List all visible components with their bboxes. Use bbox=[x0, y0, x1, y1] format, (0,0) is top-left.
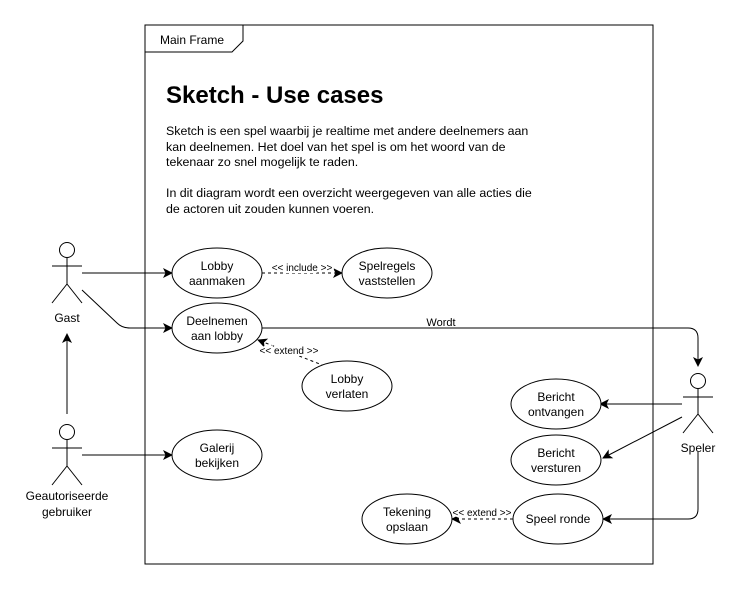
svg-text:bekijken: bekijken bbox=[195, 456, 239, 470]
use-case-bericht-versturen: Bericht versturen bbox=[510, 434, 602, 486]
svg-text:vaststellen: vaststellen bbox=[359, 274, 416, 288]
svg-text:Deelnemen: Deelnemen bbox=[186, 314, 247, 328]
svg-text:versturen: versturen bbox=[531, 461, 581, 475]
description-paragraph: Sketch is een spel waarbij je realtime m… bbox=[166, 124, 529, 169]
use-case-speel-ronde: Speel ronde bbox=[512, 493, 604, 545]
actor-geautoriseerde-gebruiker bbox=[51, 424, 83, 486]
include-label: << include >> bbox=[272, 263, 333, 274]
svg-text:Speel ronde: Speel ronde bbox=[526, 512, 591, 526]
frame-label-tab bbox=[144, 25, 244, 53]
diagram-description: Sketch is een spel waarbij je realtime m… bbox=[166, 124, 546, 233]
extend-label-tekening: << extend >> bbox=[453, 508, 512, 519]
svg-text:Tekening: Tekening bbox=[383, 505, 431, 519]
svg-text:Lobby: Lobby bbox=[201, 259, 234, 273]
use-case-galerij-bekijken: Galerij bekijken bbox=[171, 429, 263, 481]
svg-text:aanmaken: aanmaken bbox=[189, 274, 245, 288]
speler-to-bericht-versturen bbox=[602, 416, 683, 459]
svg-text:ontvangen: ontvangen bbox=[528, 405, 584, 419]
svg-text:Bericht: Bericht bbox=[537, 390, 575, 404]
svg-text:Bericht: Bericht bbox=[537, 446, 575, 460]
svg-text:aan lobby: aan lobby bbox=[191, 329, 243, 343]
use-case-lobby-verlaten: Lobby verlaten bbox=[301, 360, 393, 412]
wordt-line bbox=[262, 327, 703, 367]
actor-gast-label: Gast bbox=[54, 311, 80, 325]
wordt-label: Wordt bbox=[426, 317, 455, 329]
frame-label: Main Frame bbox=[160, 33, 224, 47]
actor-geautoriseerde-label: Geautoriseerde bbox=[26, 489, 109, 503]
extend-line-lobby bbox=[257, 338, 331, 369]
svg-text:verlaten: verlaten bbox=[326, 387, 369, 401]
svg-text:Galerij: Galerij bbox=[200, 441, 235, 455]
use-case-lobby-aanmaken: Lobby aanmaken bbox=[171, 247, 263, 299]
extend-label-lobby: << extend >> bbox=[260, 346, 319, 357]
actor-speler bbox=[682, 373, 714, 434]
speler-to-speel-ronde bbox=[602, 452, 699, 524]
use-case-bericht-ontvangen: Bericht ontvangen bbox=[510, 378, 602, 430]
actor-gebruiker-label: gebruiker bbox=[42, 505, 92, 519]
svg-text:Lobby: Lobby bbox=[331, 372, 364, 386]
svg-text:opslaan: opslaan bbox=[386, 520, 428, 534]
gast-to-deelnemen bbox=[81, 289, 173, 333]
use-case-spelregels-vaststellen: Spelregels vaststellen bbox=[341, 247, 433, 299]
use-case-tekening-opslaan: Tekening opslaan bbox=[361, 493, 453, 545]
use-case-deelnemen-aan-lobby: Deelnemen aan lobby bbox=[171, 302, 263, 354]
svg-text:Spelregels: Spelregels bbox=[359, 259, 416, 273]
actor-gast bbox=[51, 242, 83, 304]
actor-speler-label: Speler bbox=[681, 441, 716, 455]
description-paragraph: In dit diagram wordt een overzicht weerg… bbox=[166, 186, 532, 216]
diagram-title: Sketch - Use cases bbox=[166, 82, 384, 109]
